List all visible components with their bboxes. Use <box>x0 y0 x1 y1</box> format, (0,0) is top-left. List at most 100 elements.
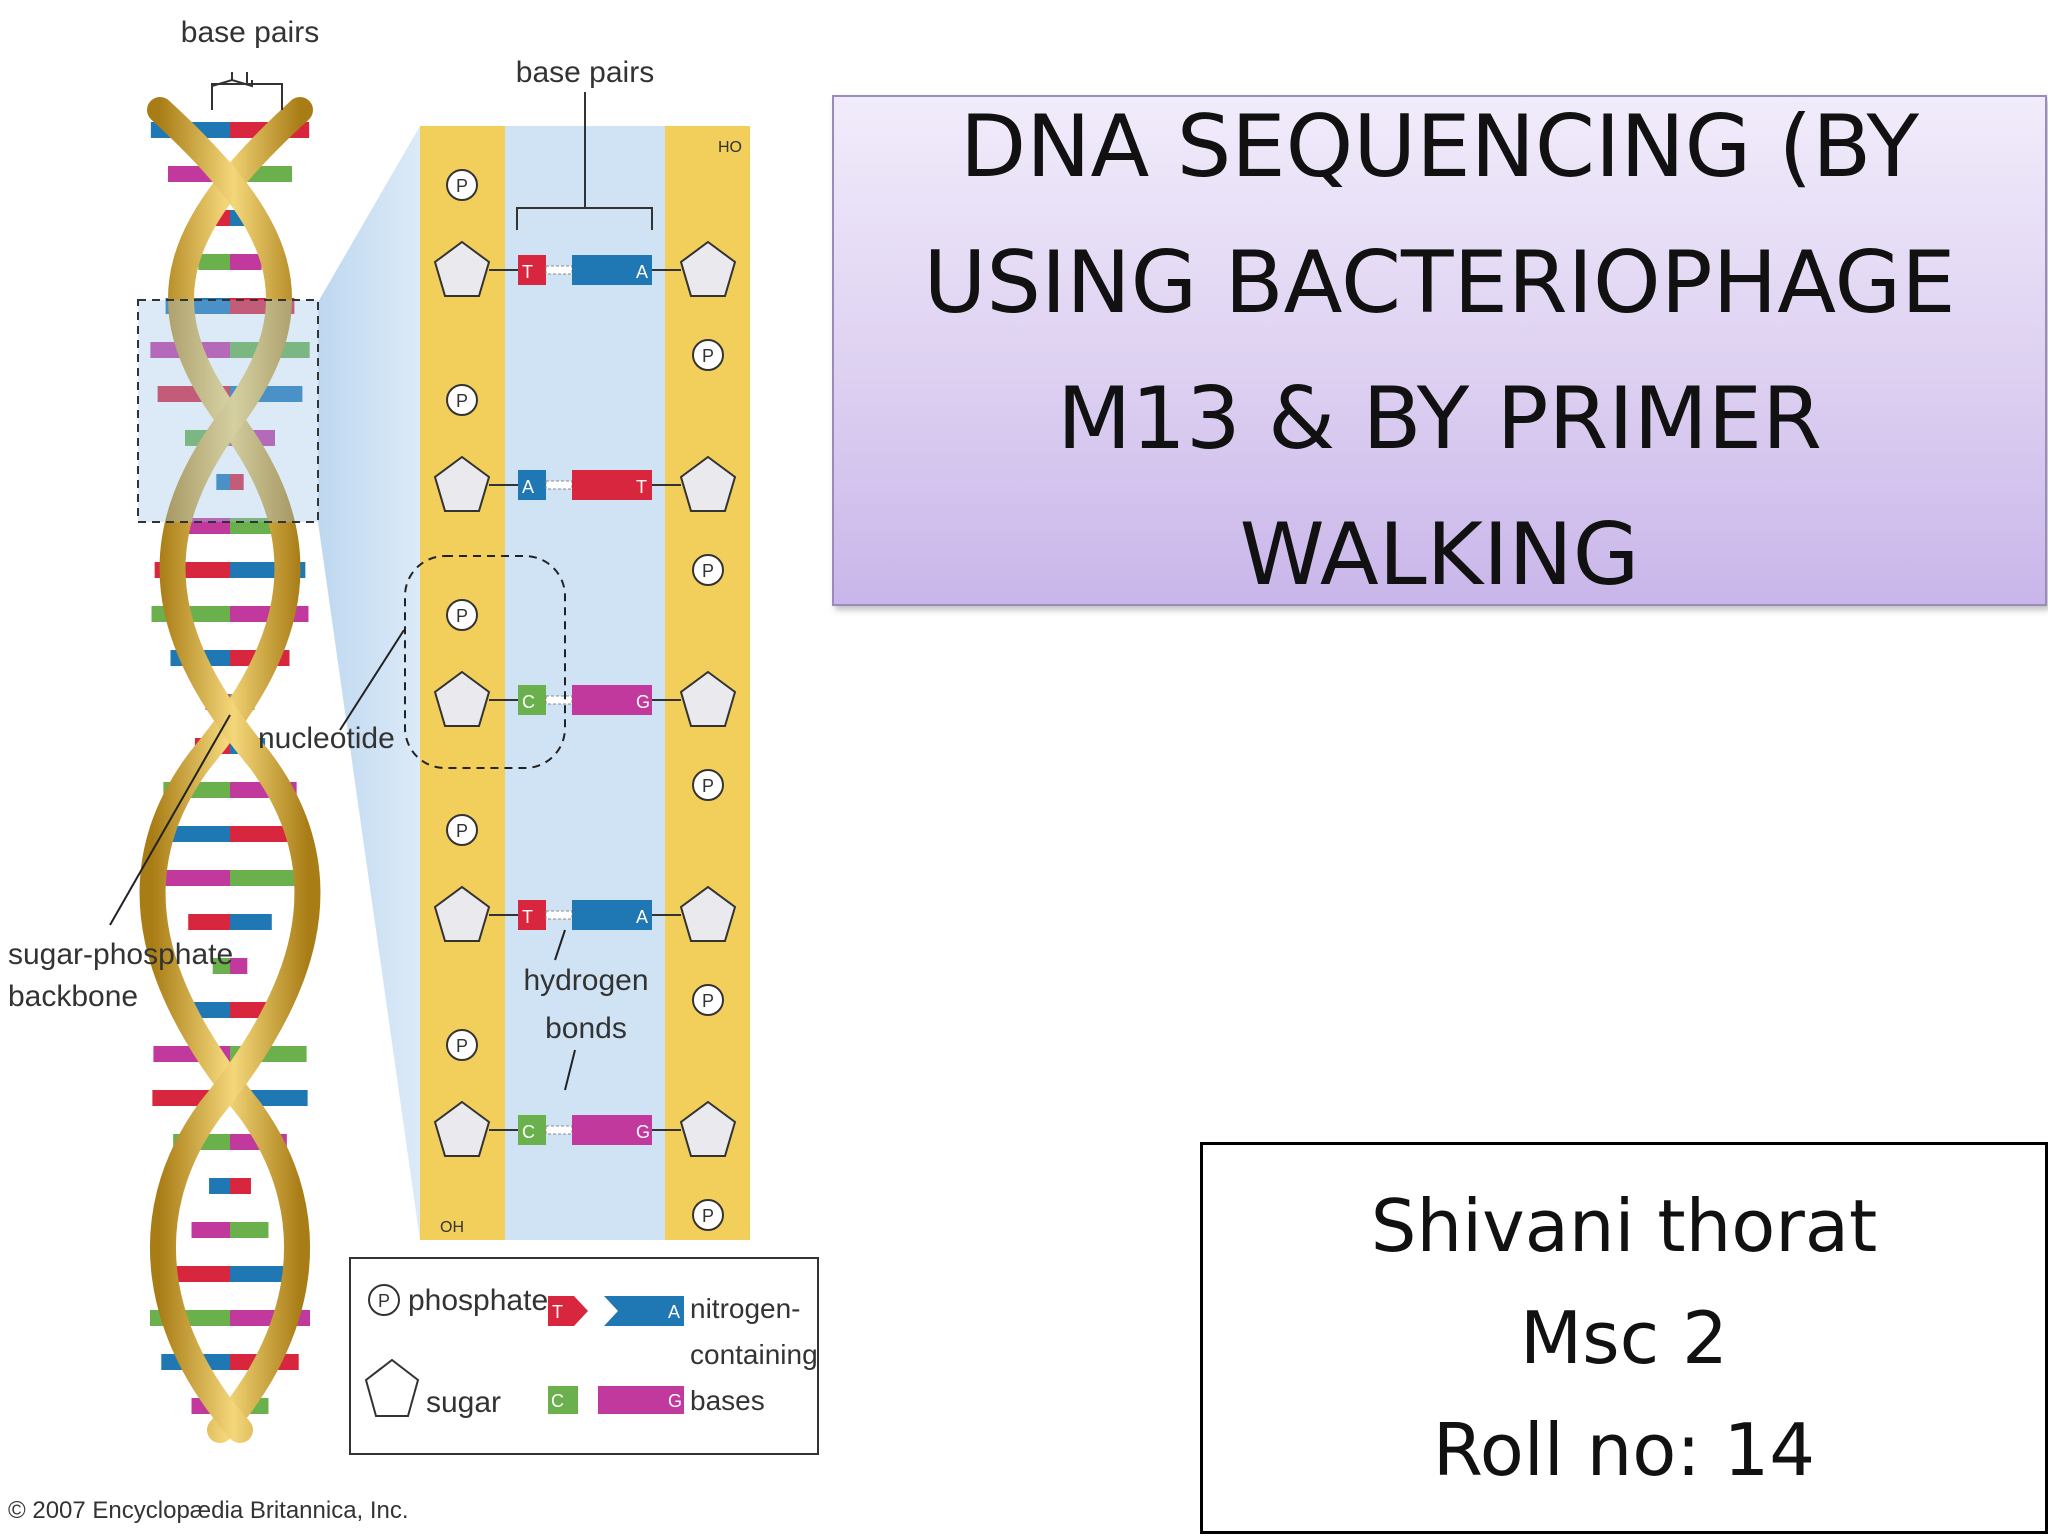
right-base <box>572 470 652 500</box>
hydrogen-leader-2 <box>564 1049 576 1091</box>
legend-bases-line1: nitrogen- <box>690 1293 801 1324</box>
left-phosphate-label: P <box>456 391 468 411</box>
backbone-leader <box>109 714 231 926</box>
label-hydrogen-line1: hydrogen <box>523 964 648 997</box>
right-phosphate-label: P <box>702 991 714 1011</box>
helix-rung-left <box>198 254 230 270</box>
right-base-label: T <box>636 477 647 497</box>
label-base-pairs-helix: base pairs <box>181 16 319 49</box>
label-ho: HO <box>718 139 742 156</box>
right-sugar <box>679 240 737 297</box>
legend-sugar-label: sugar <box>426 1386 501 1419</box>
left-base-label: T <box>522 262 533 282</box>
detail-base-pairs-brace <box>516 190 653 230</box>
right-sugar <box>679 455 737 512</box>
legend-base-t-swatch <box>548 1296 574 1326</box>
left-phosphate <box>446 814 478 846</box>
hydrogen-bond <box>545 480 573 490</box>
hydrogen-leader-1 <box>554 929 566 961</box>
base-pair-ladder: P P T A P P A T P P C G P P T A P P C G <box>433 169 737 1231</box>
right-phosphate <box>692 1199 724 1231</box>
legend-bases-line2: containing <box>690 1339 818 1370</box>
presenter-info-box: Shivani thorat Msc 2 Roll no: 14 <box>1200 1142 2048 1534</box>
title-box: DNA SEQUENCING (BY USING BACTERIOPHAGE M… <box>832 95 2047 606</box>
right-sugar <box>679 885 737 942</box>
hydrogen-bond <box>545 910 573 920</box>
legend-base-g: G <box>668 1391 682 1411</box>
right-base <box>572 1115 652 1145</box>
helix-rung-right <box>230 870 301 886</box>
left-base <box>518 255 546 285</box>
right-phosphate-label: P <box>702 346 714 366</box>
helix-rung-left <box>191 1222 230 1238</box>
helix-brace-line <box>211 72 283 110</box>
helix-rung-right <box>230 1178 251 1194</box>
helix-rung-left <box>188 914 230 930</box>
helix-rung-right <box>230 1266 299 1282</box>
left-sugar <box>433 1100 491 1157</box>
helix-rung-left <box>209 1178 230 1194</box>
helix-rung-right <box>230 254 262 270</box>
slide-title: DNA SEQUENCING (BY USING BACTERIOPHAGE M… <box>923 96 1956 605</box>
label-backbone-line1: sugar-phosphate <box>8 938 233 971</box>
left-phosphate <box>446 384 478 416</box>
right-base-label: A <box>636 262 648 282</box>
legend-base-c: C <box>551 1391 564 1411</box>
nucleotide-leader <box>339 629 405 731</box>
legend-box <box>349 1257 819 1455</box>
hydrogen-bond <box>545 265 573 275</box>
right-sugar <box>679 1100 737 1157</box>
left-base-label: C <box>522 692 535 712</box>
copyright-text: © 2007 Encyclopædia Britannica, Inc. <box>8 1497 409 1524</box>
left-base <box>518 1115 546 1145</box>
legend-phosphate-icon <box>368 1284 400 1316</box>
label-nucleotide: nucleotide <box>258 722 395 755</box>
left-sugar <box>433 240 491 297</box>
helix-rung-left <box>212 958 230 974</box>
right-phosphate <box>692 339 724 371</box>
dna-structure-figure: base pairs HO OH P P T A P P A T P P C G P P T A P P C G ba… <box>8 16 819 1524</box>
left-sugar <box>433 670 491 727</box>
legend-phosphate-symbol: P <box>378 1291 390 1311</box>
left-phosphate-label: P <box>456 606 468 626</box>
helix-rung-left <box>159 870 230 886</box>
hydrogen-bond <box>545 1125 573 1135</box>
left-base-label: A <box>522 477 534 497</box>
left-phosphate-label: P <box>456 1036 468 1056</box>
hydrogen-bond <box>545 695 573 705</box>
left-base <box>518 470 546 500</box>
right-base-label: G <box>636 692 650 712</box>
left-phosphate-label: P <box>456 821 468 841</box>
helix-rung-left <box>161 1266 230 1282</box>
left-phosphate <box>446 599 478 631</box>
helix-rung-right <box>230 914 272 930</box>
right-phosphate-label: P <box>702 1206 714 1226</box>
legend-base-t-tip <box>574 1296 588 1326</box>
right-base <box>572 900 652 930</box>
left-phosphate-label: P <box>456 176 468 196</box>
right-phosphate-label: P <box>702 776 714 796</box>
right-phosphate <box>692 769 724 801</box>
label-oh: OH <box>440 1219 464 1236</box>
highlight-box <box>137 299 319 523</box>
presenter-roll: Roll no: 14 <box>1432 1408 1816 1492</box>
left-phosphate <box>446 1029 478 1061</box>
right-base-label: A <box>636 907 648 927</box>
left-sugar <box>433 885 491 942</box>
right-base-label: G <box>636 1122 650 1142</box>
helix-rung-right <box>230 1222 269 1238</box>
legend-bases-line3: bases <box>690 1385 765 1416</box>
helix-strand-a <box>139 97 313 1443</box>
right-phosphate-label: P <box>702 561 714 581</box>
label-hydrogen-line2: bonds <box>545 1012 627 1045</box>
right-base <box>572 685 652 715</box>
left-base <box>518 685 546 715</box>
helix-rung-right <box>230 958 248 974</box>
left-base-label: C <box>522 1122 535 1142</box>
right-phosphate <box>692 554 724 586</box>
right-phosphate <box>692 984 724 1016</box>
nucleotide-outline <box>404 555 566 769</box>
left-base-label: T <box>522 907 533 927</box>
label-backbone-line2: backbone <box>8 980 138 1013</box>
